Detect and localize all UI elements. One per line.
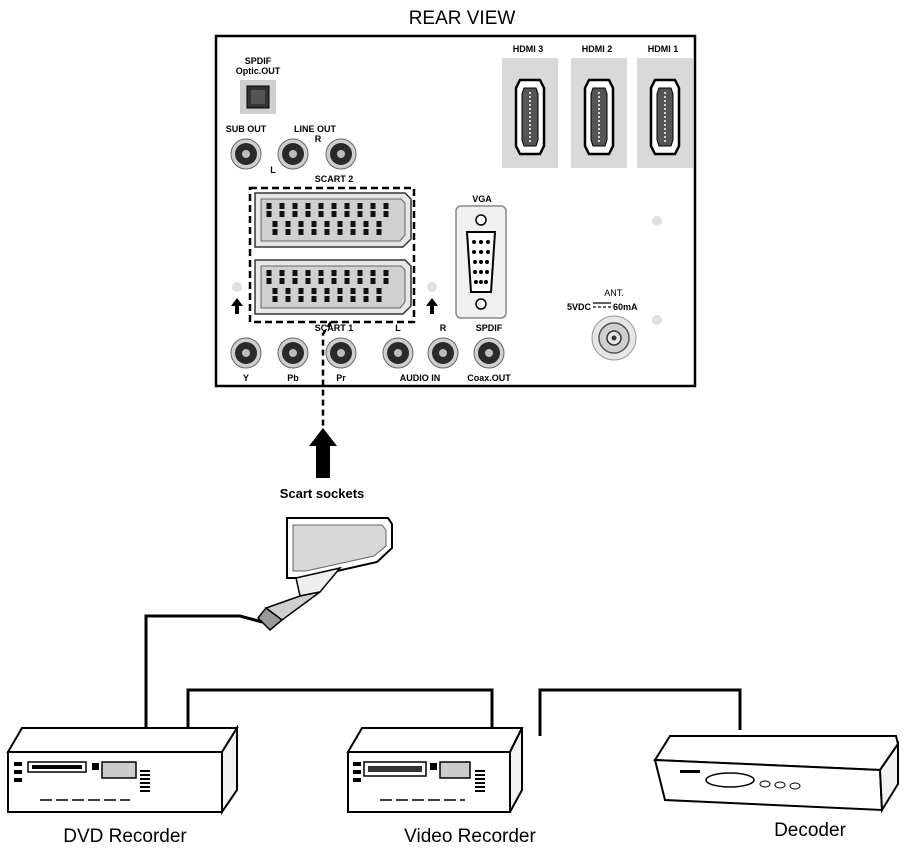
dvd-recorder-device (6, 724, 239, 816)
hdmi-3-label: HDMI 3 (513, 44, 544, 54)
spdif-optic-port (240, 80, 276, 114)
hdmi-2-port (569, 56, 629, 170)
line-out-right-port (325, 138, 357, 170)
spdif-coax-port (473, 337, 505, 369)
cable-video-to-decoder (538, 688, 742, 736)
audio-in-left-port (382, 337, 414, 369)
scart1-socket (254, 259, 412, 315)
component-pb-port (277, 337, 309, 369)
spdif-optic-label-2: Optic.OUT (236, 66, 281, 76)
hdmi-1-label: HDMI 1 (648, 44, 679, 54)
spdif-coax-label-2: Coax.OUT (467, 373, 511, 383)
component-pb-label: Pb (287, 373, 299, 383)
decoder-label: Decoder (774, 820, 846, 841)
spdif-optic-label: SPDIF (245, 56, 272, 66)
scart-plug (256, 517, 393, 632)
scart1-label: SCART 1 (315, 323, 354, 333)
video-recorder-label: Video Recorder (404, 826, 536, 847)
antenna-rating-right: 60mA (613, 302, 638, 312)
sub-out-port (230, 138, 262, 170)
scart2-label: SCART 2 (315, 174, 354, 184)
rear-view-title: REAR VIEW (409, 8, 516, 29)
scart2-socket (254, 192, 412, 248)
indicator-dot (427, 282, 437, 292)
spdif-coax-label: SPDIF (476, 323, 503, 333)
big-up-arrow-icon (309, 428, 337, 478)
indicator-dot (232, 282, 242, 292)
sub-out-label: SUB OUT (226, 124, 267, 134)
cable-dvd-to-video (186, 688, 494, 736)
dvd-recorder-label: DVD Recorder (63, 826, 187, 847)
component-pr-label: Pr (336, 373, 346, 383)
component-y-port (230, 337, 262, 369)
line-out-right-label: R (315, 134, 322, 144)
audio-in-label: AUDIO IN (400, 373, 441, 383)
vga-label: VGA (472, 194, 492, 204)
scart-leader-line (321, 321, 333, 436)
scart-highlight-box (248, 186, 416, 324)
vga-port (455, 205, 507, 319)
component-y-label: Y (243, 373, 249, 383)
indicator-dot (652, 216, 662, 226)
cable-plug-to-dvd (144, 614, 263, 730)
indicator-dot (652, 315, 662, 325)
hdmi-2-label: HDMI 2 (582, 44, 613, 54)
video-recorder-device (346, 727, 524, 813)
audio-in-right-port (427, 337, 459, 369)
antenna-rating-left: 5VDC (567, 302, 592, 312)
audio-in-right-label: R (440, 323, 447, 333)
antenna-port (591, 315, 637, 361)
component-pr-port (325, 337, 357, 369)
hdmi-3-port (500, 56, 560, 170)
antenna-label: ANT. (604, 288, 624, 298)
line-out-left-label: L (270, 165, 276, 175)
line-out-left-port (277, 138, 309, 170)
dc-symbol-icon (593, 302, 611, 308)
line-out-label: LINE OUT (294, 124, 337, 134)
decoder-device (653, 735, 900, 814)
audio-in-left-label: L (395, 323, 401, 333)
hdmi-1-port (635, 56, 695, 170)
scart-sockets-caption: Scart sockets (280, 486, 365, 501)
